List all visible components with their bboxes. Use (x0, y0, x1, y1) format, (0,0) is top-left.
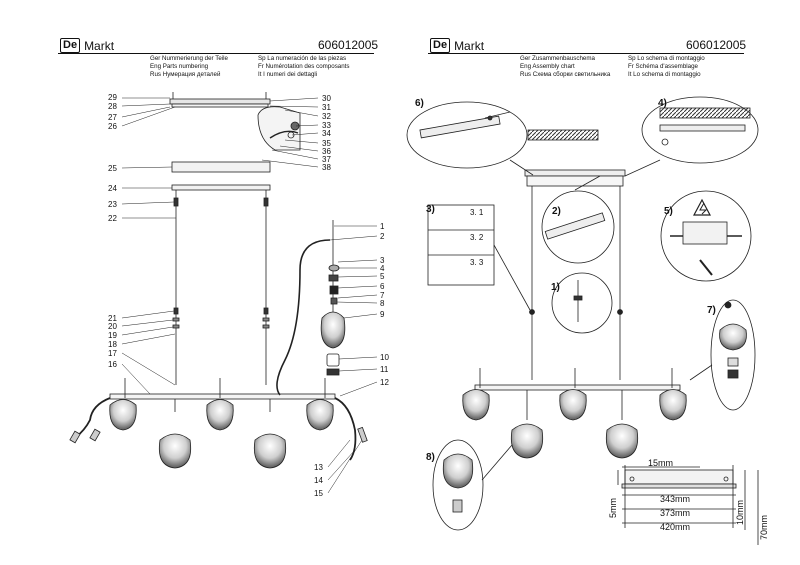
part-label: 5 (380, 272, 385, 281)
part-label: 36 (322, 147, 331, 156)
part-label: 7 (380, 291, 385, 300)
part-label: 28 (108, 102, 117, 111)
brand-logo-right: De Markt (430, 38, 484, 53)
part-label: 2 (380, 232, 385, 241)
step-label: 5) (664, 206, 673, 217)
part-numbers-right: 30 31 32 33 34 35 36 37 38 1 2 3 4 5 6 7… (314, 94, 389, 498)
substep-label: 3. 2 (470, 233, 484, 242)
dim-label: 70mm (759, 515, 769, 540)
part-label: 35 (322, 139, 331, 148)
dim-label: 5mm (608, 498, 618, 518)
part-label: 17 (108, 349, 117, 358)
part-label: 32 (322, 112, 331, 121)
part-label: 8 (380, 299, 385, 308)
dim-label: 373mm (660, 508, 690, 518)
product-code-right: 606012005 (686, 38, 747, 52)
leader-lines-right (261, 97, 378, 494)
dim-label: 343mm (660, 494, 690, 504)
part-label: 21 (108, 314, 117, 323)
part-label: 18 (108, 340, 117, 349)
dim-label: 420mm (660, 522, 690, 532)
product-code-left: 606012005 (318, 38, 379, 52)
substep-label: 3. 3 (470, 258, 484, 267)
part-label: 3 (380, 256, 385, 265)
part-label: 1 (380, 222, 385, 231)
step-label: 1) (551, 282, 560, 293)
brand-name: Markt (454, 38, 485, 53)
brand-logo-left: De Markt (60, 38, 114, 53)
step-label: 3) (426, 204, 435, 215)
part-label: 15 (314, 489, 323, 498)
step-labels: 6) 4) 2) 3) 5) 1) 7) 8) 3. 1 3. 2 3. 3 (415, 98, 716, 463)
step-label: 4) (658, 98, 667, 109)
dimension-labels: 15mm 343mm 373mm 420mm 5mm 10mm 70mm (608, 458, 769, 540)
part-label: 33 (322, 121, 331, 130)
header-divider-right (428, 53, 744, 54)
step-label: 7) (707, 305, 716, 316)
part-label: 9 (380, 310, 385, 319)
header-divider-left (58, 53, 374, 54)
substep-label: 3. 1 (470, 208, 484, 217)
part-label: 16 (108, 360, 117, 369)
part-label: 37 (322, 155, 331, 164)
part-label: 29 (108, 93, 117, 102)
part-label: 30 (322, 94, 331, 103)
dim-label: 15mm (648, 458, 673, 468)
part-numbers-left: 29 28 27 26 25 24 23 22 21 20 19 18 17 1… (108, 93, 117, 369)
part-label: 4 (380, 264, 385, 273)
logo-mark: De (60, 38, 81, 53)
brand-name: Markt (84, 38, 115, 53)
part-label: 13 (314, 463, 323, 472)
step-label: 8) (426, 452, 435, 463)
part-label: 23 (108, 200, 117, 209)
part-label: 25 (108, 164, 117, 173)
step-label: 6) (415, 98, 424, 109)
part-label: 10 (380, 353, 389, 362)
dim-label: 10mm (735, 500, 745, 525)
part-label: 22 (108, 214, 117, 223)
part-label: 34 (322, 129, 331, 138)
parts-diagram (69, 92, 368, 469)
step-label: 2) (552, 206, 561, 217)
part-label: 20 (108, 322, 117, 331)
part-label: 6 (380, 282, 385, 291)
part-label: 24 (108, 184, 117, 193)
part-label: 19 (108, 331, 117, 340)
logo-mark: De (430, 38, 451, 53)
part-label: 12 (380, 378, 389, 387)
part-label: 38 (322, 163, 331, 172)
assembly-diagram (406, 96, 759, 545)
part-label: 26 (108, 122, 117, 131)
leader-lines-left (121, 97, 176, 395)
part-label: 27 (108, 113, 117, 122)
part-label: 31 (322, 103, 331, 112)
part-label: 11 (380, 365, 389, 374)
part-label: 14 (314, 476, 323, 485)
